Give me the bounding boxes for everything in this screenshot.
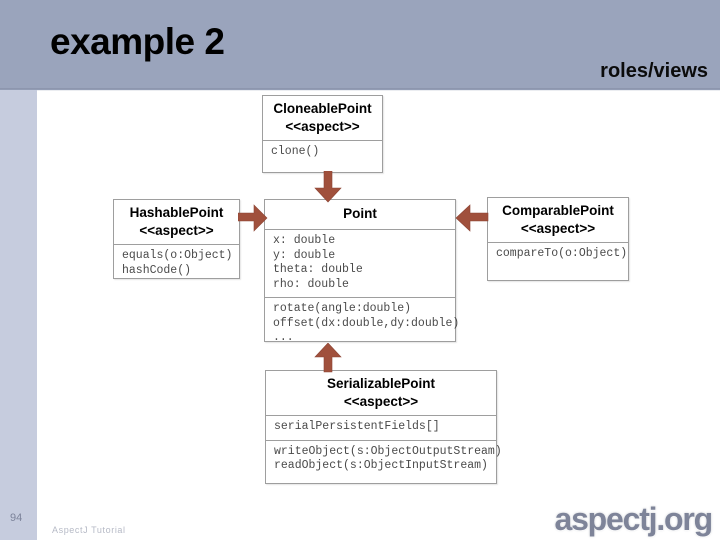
- compartment-divider: [266, 439, 496, 441]
- arrow-down-icon: [313, 171, 343, 203]
- page-title: example 2: [50, 21, 225, 62]
- operations-compartment: writeObject(s:ObjectOutputStream) readOb…: [266, 441, 502, 479]
- operations-compartment: compareTo(o:Object): [488, 243, 628, 296]
- slide-header-band: [0, 0, 720, 90]
- compartment-divider: [265, 297, 455, 298]
- operation-row: writeObject(s:ObjectOutputStream): [274, 444, 502, 458]
- operation-row: equals(o:Object): [122, 249, 233, 262]
- compartment-divider: [265, 229, 455, 230]
- attribute-row: theta: double: [273, 263, 363, 276]
- compartment-divider: [263, 140, 382, 141]
- uml-class-comparable-point: ComparablePoint <<aspect>> compareTo(o:O…: [487, 197, 629, 281]
- attribute-row: x: double: [273, 234, 336, 247]
- attribute-row: y: double: [273, 248, 336, 262]
- class-name: HashablePoint: [129, 205, 224, 220]
- operations-compartment: clone(): [263, 141, 382, 194]
- operation-row: clone(): [271, 145, 320, 158]
- uml-class-cloneable-point: CloneablePoint <<aspect>> clone(): [262, 95, 383, 173]
- sidebar-strip: [0, 90, 37, 540]
- footer-label: AspectJ Tutorial: [52, 525, 126, 535]
- class-stereotype: <<aspect>>: [285, 119, 360, 134]
- class-name: ComparablePoint: [502, 203, 614, 218]
- operation-row: ...: [273, 331, 294, 344]
- class-name: Point: [343, 206, 377, 221]
- slide-subtitle: roles/views: [600, 60, 708, 82]
- class-stereotype: <<aspect>>: [139, 223, 214, 238]
- arrow-up-icon: [313, 343, 343, 373]
- page-number: 94: [10, 512, 23, 524]
- arrow-right-icon: [238, 203, 268, 233]
- operations-compartment: equals(o:Object) hashCode(): [114, 245, 239, 283]
- slide-header-shadow: [0, 88, 720, 91]
- class-stereotype: <<aspect>>: [343, 394, 419, 409]
- class-name: SerializablePoint: [326, 376, 436, 391]
- attribute-row: rho: double: [273, 277, 349, 291]
- operations-compartment: rotate(angle:double) offset(dx:double,dy…: [265, 298, 460, 351]
- attribute-row: serialPersistentFields[]: [274, 420, 440, 433]
- class-stereotype: <<aspect>>: [520, 221, 596, 236]
- attributes-compartment: serialPersistentFields[]: [266, 416, 496, 440]
- attributes-compartment: x: double y: double theta: double rho: d…: [265, 230, 455, 297]
- operation-row: readObject(s:ObjectInputStream): [274, 459, 488, 472]
- operation-row: compareTo(o:Object): [496, 247, 628, 260]
- uml-class-serializable-point: SerializablePoint <<aspect>> serialPersi…: [265, 370, 502, 484]
- arrow-left-icon: [455, 203, 489, 233]
- aspectj-org-logo: aspectj.org: [554, 501, 713, 537]
- compartment-divider: [488, 242, 628, 243]
- operation-row: rotate(angle:double): [273, 302, 412, 315]
- uml-class-hashable-point: HashablePoint <<aspect>> equals(o:Object…: [113, 199, 240, 279]
- uml-class-point: Point x: double y: double theta: double …: [264, 199, 459, 344]
- compartment-divider: [266, 415, 496, 416]
- class-name: CloneablePoint: [273, 101, 372, 116]
- compartment-divider: [114, 244, 239, 245]
- operation-row: hashCode(): [122, 263, 192, 277]
- operation-row: offset(dx:double,dy:double): [273, 316, 460, 330]
